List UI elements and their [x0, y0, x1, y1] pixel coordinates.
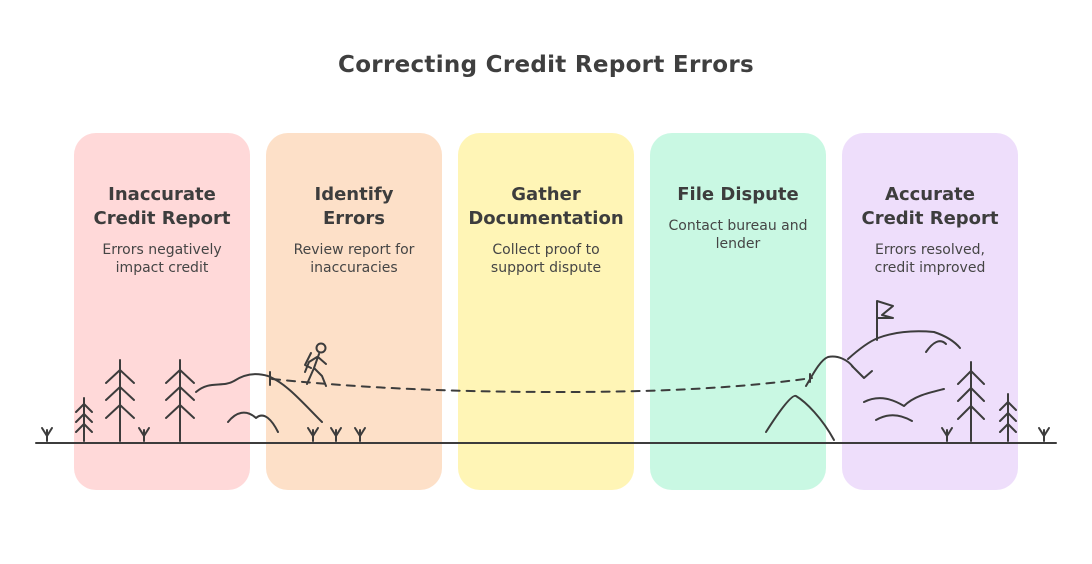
- step-card-file-dispute: File Dispute Contact bureau and lender: [650, 133, 826, 490]
- step-card-gather-documentation: Gather Documentation Collect proof to su…: [458, 133, 634, 490]
- step-description: Errors negatively impact credit: [102, 242, 222, 276]
- flag-icon: [876, 300, 894, 341]
- step-title: Gather Documentation: [468, 184, 624, 229]
- tree-icon: [75, 397, 93, 442]
- diagram-title: Correcting Credit Report Errors: [338, 52, 754, 78]
- mountain-icon: [765, 330, 961, 441]
- step-title: Inaccurate Credit Report: [93, 184, 231, 229]
- step-description: Contact bureau and lender: [668, 218, 808, 252]
- step-card-accurate-credit-report: Accurate Credit Report Errors resolved, …: [842, 133, 1018, 490]
- step-card-inaccurate-credit-report: Inaccurate Credit Report Errors negative…: [74, 133, 250, 490]
- step-description: Review report for inaccuracies: [293, 242, 415, 276]
- step-title: Accurate Credit Report: [861, 184, 999, 229]
- step-title: File Dispute: [677, 184, 799, 205]
- grass-icon: [941, 427, 1050, 442]
- tree-icon: [957, 361, 985, 442]
- step-title: Identify Errors: [314, 184, 394, 229]
- grass-icon: [41, 427, 366, 442]
- step-card-identify-errors: Identify Errors Review report for inaccu…: [266, 133, 442, 490]
- tree-icon: [165, 359, 195, 442]
- step-description: Errors resolved, credit improved: [874, 242, 986, 276]
- step-description: Collect proof to support dispute: [490, 242, 602, 276]
- hiker-icon: [304, 342, 327, 387]
- tree-icon: [105, 359, 135, 442]
- tree-icon: [999, 393, 1017, 442]
- hill-icon: [195, 371, 323, 433]
- dashed-trail: [271, 377, 813, 393]
